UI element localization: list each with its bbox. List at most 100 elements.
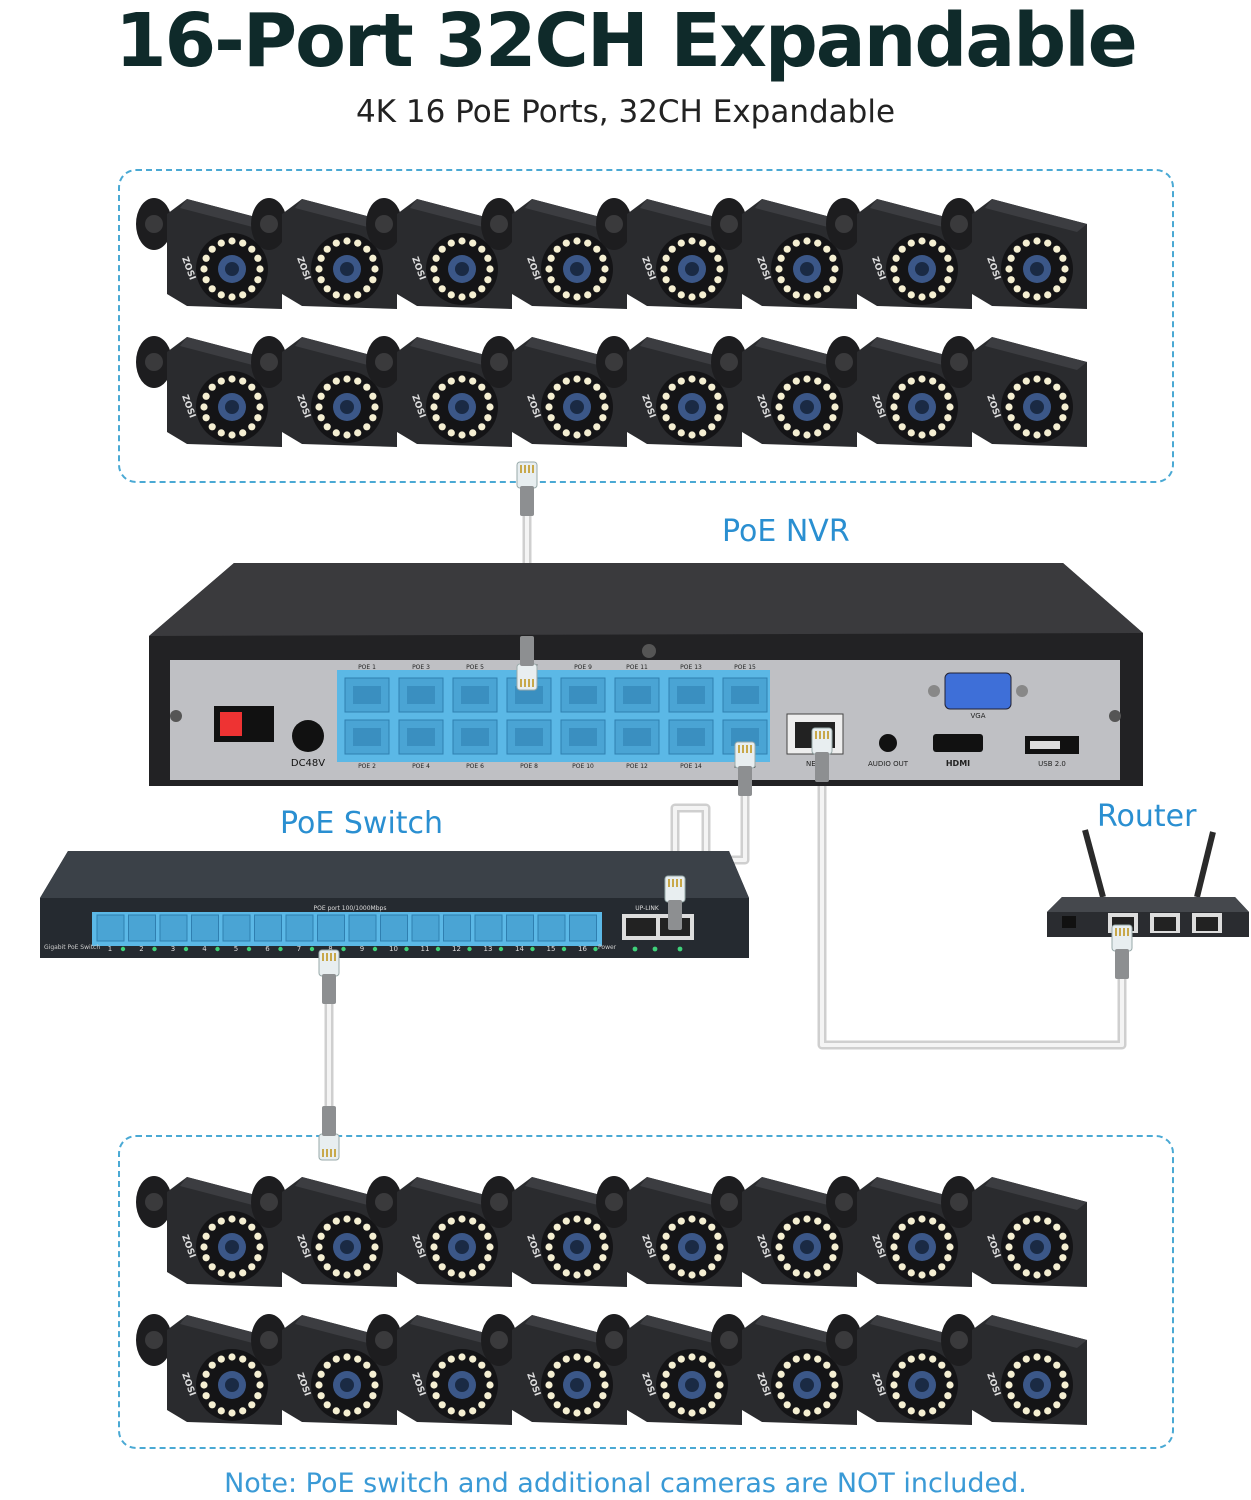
nvr-port-label: POE 9 [574,664,592,671]
vga-port [944,672,1012,710]
nvr-port-label: POE 3 [412,664,430,671]
switch-port [348,914,377,942]
switch-port-led [498,946,504,952]
nvr-port-label: POE 8 [520,763,538,770]
nvr-port-label: POE 5 [466,664,484,671]
camera: ZOSI [937,184,1095,324]
nvr-port-label: POE 6 [466,763,484,770]
switch-port-number: 2 [139,945,143,953]
rj45-plug [318,1106,340,1161]
status-led [652,946,658,952]
switch-port [254,914,282,942]
status-led [632,946,638,952]
switch-port [128,914,156,942]
camera: ZOSI [937,1300,1095,1440]
switch-port-number: 16 [578,945,587,953]
camera: ZOSI [937,322,1095,462]
audio-port [879,734,897,752]
switch-port-number: 4 [202,945,207,953]
switch-port-number: 11 [421,945,430,953]
switch-port-number: 7 [297,945,301,953]
switch-port-led [561,946,567,952]
switch-port-led [246,946,252,952]
router-device [1047,829,1249,937]
nvr-label: PoE NVR [722,514,850,549]
nvr-port-label: POE 12 [626,763,648,770]
switch-port-number: 9 [360,945,364,953]
camera: ZOSI [822,184,980,324]
switch-port [537,914,566,942]
camera: ZOSI [132,1162,290,1302]
switch-port-number: 13 [484,945,493,953]
switch-port [506,914,534,942]
switch-port [191,914,219,942]
switch-port-number: 3 [171,945,175,953]
audio-label: AUDIO OUT [868,760,909,768]
power-jack [292,720,324,752]
camera-group-bottom [118,1135,1174,1449]
switch-port [96,914,125,942]
nvr-port-label: POE 10 [572,763,594,770]
nvr-port-label: POE 14 [680,763,702,770]
switch-port-number: 15 [547,945,556,953]
switch-port-number: 1 [108,945,112,953]
rj45-plug [811,727,833,782]
switch-port-led [278,946,283,952]
rj45-plug [1111,924,1133,979]
camera: ZOSI [707,1300,865,1440]
switch-label: PoE Switch [280,806,444,841]
nvr-port-label: POE 15 [734,664,756,671]
switch-port-led [183,946,189,952]
switch-port-led [341,946,346,952]
switch-port-number: 14 [515,945,524,953]
switch-port-number: 5 [234,945,238,953]
rj45-connectors [318,461,1133,1161]
power-label: DC48V [291,758,325,769]
switch-port-number: 10 [389,945,398,953]
switch-port [317,914,345,942]
rj45-plug [664,875,686,930]
nvr-port-label: POE 13 [680,664,702,671]
switch-port-led [467,946,472,952]
camera-group-top [118,169,1174,483]
nvr-port-label: POE 4 [412,763,430,770]
switch-port [380,914,408,942]
switch-port [443,914,471,942]
vga-label: VGA [970,712,985,720]
switch-port [285,914,314,942]
status-led [677,946,683,952]
switch-port-led [120,946,126,952]
switch-port-led [530,946,535,952]
switch-port [222,914,251,942]
switch-port [569,914,597,942]
page-subtitle: 4K 16 PoE Ports, 32CH Expandable [355,94,896,130]
nvr-port-label: POE 1 [358,664,376,671]
camera: ZOSI [937,1162,1095,1302]
switch-port-led [152,946,157,952]
rj45-plug [516,636,538,691]
switch-caption: POE port 100/1000Mbps [314,905,387,912]
rj45-plug [318,949,340,1004]
switch-port-led [309,946,315,952]
switch-port-led [215,946,220,952]
switch-brand-text: Gigabit PoE Switch [44,944,100,951]
switch-port-led [372,946,378,952]
camera: ZOSI [132,184,290,324]
switch-port-led [593,946,598,952]
switch-port-number: 8 [328,945,332,953]
router-antenna-right [1194,831,1216,898]
switch-port [159,914,188,942]
rj45-plug [734,741,756,796]
switch-port-led [435,946,441,952]
camera: ZOSI [362,1300,520,1440]
page-title: 16-Port 32CH Expandable [115,0,1138,84]
rj45-plug [516,461,538,516]
switch-ports [96,914,597,942]
nvr-poe-ports [344,677,768,755]
switch-port-number: 6 [265,945,270,953]
net-label: NET [806,760,821,768]
